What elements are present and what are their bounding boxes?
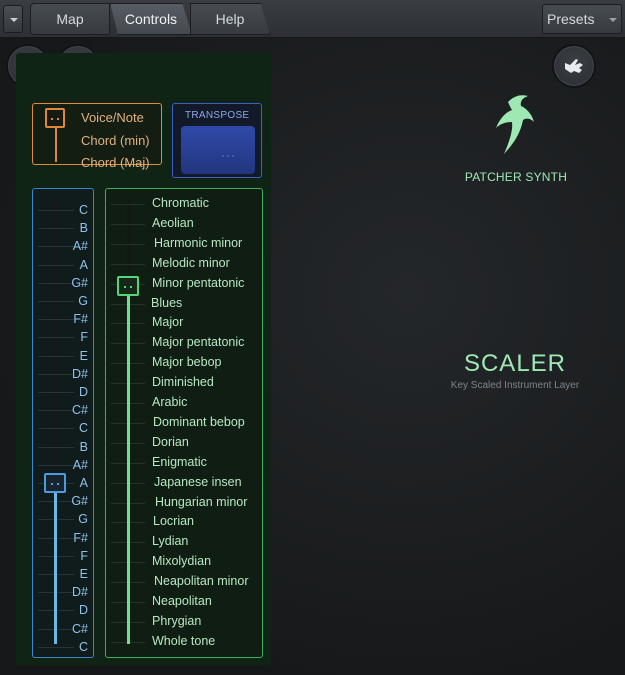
scale-option[interactable]: Neapolitan minor bbox=[154, 574, 249, 589]
menu-dropdown-button[interactable] bbox=[3, 5, 23, 33]
scale-option[interactable]: Enigmatic bbox=[152, 454, 207, 469]
note-tick bbox=[38, 210, 74, 211]
scale-option[interactable]: Major bbox=[152, 315, 184, 330]
presets-dropdown[interactable]: Presets bbox=[542, 4, 622, 34]
note-label: F bbox=[80, 548, 88, 563]
note-label: G# bbox=[71, 275, 88, 290]
scale-option[interactable]: Hungarian minor bbox=[155, 494, 248, 509]
scale-option[interactable]: Chromatic bbox=[152, 196, 209, 210]
note-tick bbox=[38, 373, 74, 375]
note-tick bbox=[38, 428, 74, 430]
tab-controls[interactable]: Controls bbox=[110, 3, 192, 35]
scale-option[interactable]: Blues bbox=[151, 295, 183, 310]
top-toolbar: Map Controls Help Presets bbox=[0, 0, 625, 38]
scale-option[interactable]: Major pentatonic bbox=[152, 335, 245, 350]
note-tick bbox=[38, 446, 74, 448]
tab-map[interactable]: Map bbox=[30, 3, 110, 35]
scale-option[interactable]: Neapolitan bbox=[152, 594, 212, 608]
scale-tick bbox=[111, 223, 145, 225]
mode-slider-track bbox=[55, 114, 57, 162]
note-tick bbox=[38, 337, 74, 339]
scale-option[interactable]: Lydian bbox=[152, 534, 189, 549]
note-label: C bbox=[78, 639, 88, 654]
note-label: G bbox=[78, 294, 88, 308]
mode-option-chord-maj[interactable]: Chord (Maj) bbox=[81, 155, 150, 170]
note-tick bbox=[38, 355, 74, 357]
note-tick bbox=[38, 228, 74, 230]
scale-tick bbox=[111, 243, 145, 245]
scale-option[interactable]: Dorian bbox=[152, 434, 189, 449]
note-label: A# bbox=[72, 239, 88, 254]
midi-input-button[interactable] bbox=[552, 44, 596, 88]
scale-option[interactable]: Harmonic minor bbox=[154, 235, 243, 250]
scale-slider-fill bbox=[127, 285, 130, 644]
note-tick bbox=[38, 646, 74, 648]
mode-option-voice-note[interactable]: Voice/Note bbox=[81, 110, 144, 125]
note-tick bbox=[38, 319, 74, 321]
brand-name: PATCHER SYNTH bbox=[464, 170, 568, 184]
note-label: A bbox=[79, 476, 88, 490]
note-label: F# bbox=[73, 530, 88, 545]
note-label: B bbox=[79, 221, 88, 236]
note-label: D bbox=[78, 385, 88, 399]
note-slider-handle[interactable] bbox=[44, 473, 66, 493]
scale-option[interactable]: Diminished bbox=[152, 375, 214, 390]
scale-tick bbox=[111, 263, 145, 265]
mode-selector[interactable]: Voice/Note Chord (min) Chord (Maj) bbox=[32, 103, 162, 170]
tab-help[interactable]: Help bbox=[190, 3, 270, 35]
note-label: C bbox=[78, 421, 88, 436]
scale-option[interactable]: Major bebop bbox=[152, 355, 222, 370]
note-slider-track bbox=[54, 199, 57, 644]
scale-option[interactable]: Minor pentatonic bbox=[152, 275, 245, 290]
scale-option[interactable]: Phrygian bbox=[152, 613, 202, 628]
transpose-pad[interactable]: ··· bbox=[181, 126, 255, 174]
presets-label: Presets bbox=[547, 11, 595, 27]
note-label: F bbox=[80, 330, 88, 345]
scale-tick bbox=[111, 204, 145, 205]
scale-slider-handle[interactable] bbox=[117, 275, 139, 296]
scale-option[interactable]: Locrian bbox=[153, 514, 194, 529]
note-label: G bbox=[78, 512, 88, 527]
chevron-down-icon bbox=[609, 18, 617, 22]
transpose-control: TRANSPOSE ··· bbox=[172, 103, 262, 178]
scale-option[interactable]: Aeolian bbox=[152, 215, 194, 230]
note-tick bbox=[38, 282, 74, 284]
note-label: A bbox=[79, 257, 88, 272]
note-label: A# bbox=[72, 457, 88, 472]
transpose-pad-dots: ··· bbox=[221, 148, 236, 162]
note-label: D bbox=[78, 603, 88, 618]
note-tick bbox=[38, 264, 74, 266]
note-label: C# bbox=[72, 621, 88, 636]
note-label: D# bbox=[72, 585, 88, 600]
scale-option[interactable]: Arabic bbox=[152, 395, 188, 409]
note-label: E bbox=[79, 348, 88, 363]
mode-option-chord-min[interactable]: Chord (min) bbox=[81, 133, 150, 148]
transpose-label: TRANSPOSE bbox=[185, 110, 250, 121]
scale-option[interactable]: Dominant bebop bbox=[153, 414, 245, 429]
note-label: G# bbox=[71, 494, 88, 509]
note-slider-fill bbox=[54, 483, 57, 644]
plugin-title: SCALER bbox=[463, 350, 567, 377]
note-tick bbox=[38, 392, 74, 393]
note-tick bbox=[38, 464, 74, 466]
note-label: D# bbox=[72, 366, 88, 381]
note-label: C bbox=[78, 203, 88, 217]
note-label: E bbox=[79, 567, 88, 581]
patcher-synth-logo bbox=[496, 95, 534, 154]
note-tick bbox=[38, 301, 74, 302]
note-label: B bbox=[79, 439, 88, 454]
scale-option[interactable]: Japanese insen bbox=[154, 474, 242, 489]
scale-option[interactable]: Melodic minor bbox=[152, 255, 230, 270]
scale-option[interactable]: Whole tone bbox=[152, 633, 216, 648]
note-label: C# bbox=[72, 403, 88, 418]
note-tick bbox=[38, 246, 74, 248]
note-tick bbox=[38, 410, 74, 412]
mode-slider-handle[interactable] bbox=[45, 108, 65, 128]
hand-icon bbox=[565, 59, 583, 73]
scale-option[interactable]: Mixolydian bbox=[152, 554, 212, 569]
note-label: F# bbox=[73, 312, 88, 327]
plugin-subtitle: Key Scaled Instrument Layer bbox=[450, 380, 580, 391]
